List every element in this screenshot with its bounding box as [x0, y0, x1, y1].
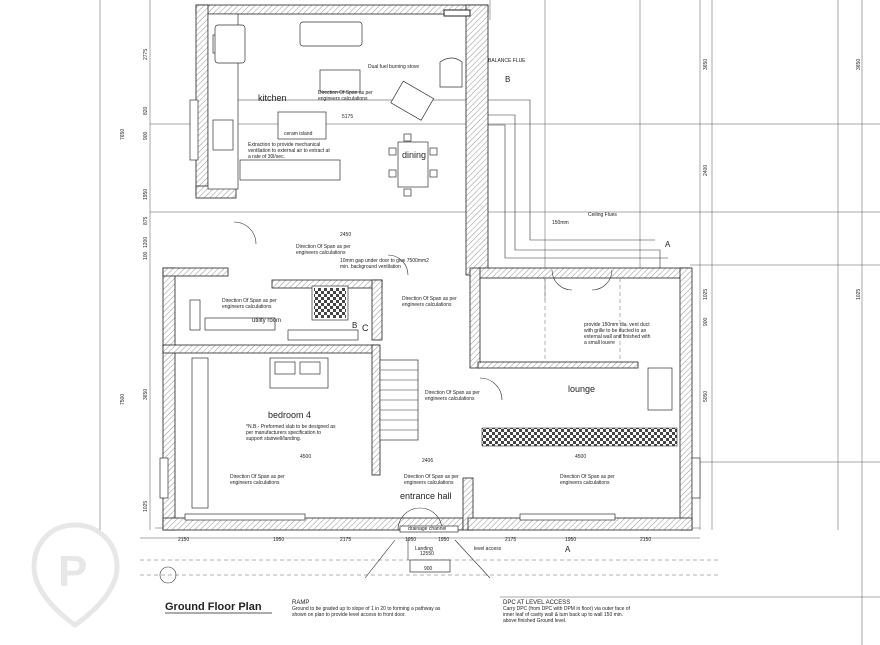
dim-5175: 5175 [342, 114, 353, 120]
dim-overall: 12550 [420, 551, 434, 557]
dim-900: 900 [424, 566, 433, 572]
section-marks: A A B B C [352, 75, 671, 554]
grid-lines [99, 0, 880, 645]
span-note-bedroom: Direction Of Span as per engineers calcu… [230, 474, 285, 486]
span-note-entrance: Direction Of Span as per engineers calcu… [425, 390, 480, 402]
living-furniture [214, 21, 463, 121]
drainage-label: drainage channel [408, 526, 446, 532]
dim-left-11: 1025 [143, 501, 149, 512]
section-mark-b-top: B [505, 75, 510, 84]
section-mark-a-top: A [665, 240, 671, 249]
span-note-kitchen: Direction Of Span as per engineers calcu… [318, 90, 373, 102]
dim-right-3: 1025 [703, 289, 709, 300]
landing-label: Landing [415, 546, 433, 552]
section-mark-c: C [362, 323, 369, 333]
span-note-hall: Direction Of Span as per engineers calcu… [296, 244, 351, 256]
dim-left-4: 1950 [143, 189, 149, 200]
door-gap-note: 10mm gap under door to give 7500mm2 min.… [340, 258, 429, 270]
entrance-door [397, 507, 459, 533]
dim-left-6: 875 [143, 216, 149, 225]
staircase [379, 359, 474, 531]
dim-right-1: 3650 [703, 59, 709, 70]
ramp-note: Ground to be graded up to slope of 1 in … [292, 606, 440, 618]
slab-note: *N.B.- Preformed slab to be designed as … [246, 424, 336, 442]
drawing-title: Ground Floor Plan [165, 601, 262, 613]
dim-left-8: 100 [143, 251, 149, 260]
watermark-logo: P [31, 522, 120, 628]
span-note-landing: Direction Of Span as per engineers calcu… [402, 296, 457, 308]
room-label-lounge: lounge [568, 384, 595, 394]
dim-right-5: 5050 [703, 391, 709, 402]
ramp-arrows [364, 538, 491, 579]
dim-2406: 2406 [422, 458, 433, 464]
dim-left-1: 2775 [143, 49, 149, 60]
dim-right-4: 900 [703, 317, 709, 326]
room-label-bedroom: bedroom 4 [268, 410, 311, 420]
room-label-dining: dining [402, 150, 426, 160]
lounge-walls [467, 267, 693, 531]
dim-left-9: 3650 [143, 389, 149, 400]
dim-2450: 2450 [340, 232, 351, 238]
span-note-hall-lower: Direction Of Span as per engineers calcu… [404, 474, 459, 486]
dim-left-3: 900 [143, 131, 149, 140]
dim-bottom-5: 1950 [438, 537, 449, 543]
dim-bottom-4: 1950 [405, 537, 416, 543]
dim-right-2: 2400 [703, 165, 709, 176]
dim-top-right: 4500 [575, 454, 586, 460]
ramp-heading: RAMP [292, 600, 309, 606]
dim-left-2: 820 [143, 106, 149, 115]
watermark-letter: P [58, 547, 87, 596]
dim-right-7: 1025 [856, 289, 862, 300]
room-label-entrance: entrance hall [400, 491, 452, 501]
bottom-dimension-string: 2150 1950 2175 1950 1950 2175 1950 2150 [178, 537, 651, 543]
ceiling-flue-label: Ceiling Flues [588, 212, 617, 218]
room-label-utility: utility room [252, 318, 281, 324]
dining-table [388, 133, 438, 197]
room-label-kitchen: kitchen [258, 93, 287, 103]
dim-left-7: 1200 [143, 237, 149, 248]
utility-walls [162, 267, 383, 531]
right-dimension-string: 3650 2400 1025 900 5050 3650 1025 [703, 59, 862, 402]
flue-ducts [488, 99, 668, 268]
dim-top-left: 4500 [300, 454, 311, 460]
level-marker [159, 566, 177, 584]
extraction-note: Extraction to provide mechanical ventila… [248, 142, 330, 160]
section-mark-a-bottom: A [565, 545, 571, 554]
dpc-note: Carry DPC (from DPC with DPM in floor) v… [503, 606, 630, 624]
span-note-utility: Direction Of Span as per engineers calcu… [222, 298, 277, 310]
vent-duct-note: provide 150mm dia. vent duct with grille… [584, 322, 650, 346]
dim-left-5: 7650 [120, 129, 126, 140]
dim-bottom-8: 2150 [640, 537, 651, 543]
lounge-doors [233, 221, 613, 401]
left-dimension-string: 2775 820 900 1950 7650 875 1200 100 3650… [120, 49, 149, 512]
balance-flue-label: BALANCE FLUE [488, 58, 526, 64]
ceramic-island-label: ceram island [284, 131, 313, 137]
dim-bottom-2: 1950 [273, 537, 284, 543]
dim-bottom-6: 2175 [505, 537, 516, 543]
dim-right-6: 3650 [856, 59, 862, 70]
windows [159, 99, 701, 521]
section-mark-b-lower: B [352, 321, 357, 330]
dim-bottom-1: 2150 [178, 537, 189, 543]
duct-size-label: 150mm [552, 220, 569, 226]
span-note-lounge: Direction Of Span as per engineers calcu… [560, 474, 615, 486]
dim-left-10: 7500 [120, 394, 126, 405]
dim-bottom-3: 2175 [340, 537, 351, 543]
dpc-heading: DPC AT LEVEL ACCESS [503, 600, 570, 606]
stove-label: Dual fuel burning stove [368, 64, 419, 70]
level-access-label: level access [474, 546, 502, 552]
dim-bottom-7: 1950 [565, 537, 576, 543]
